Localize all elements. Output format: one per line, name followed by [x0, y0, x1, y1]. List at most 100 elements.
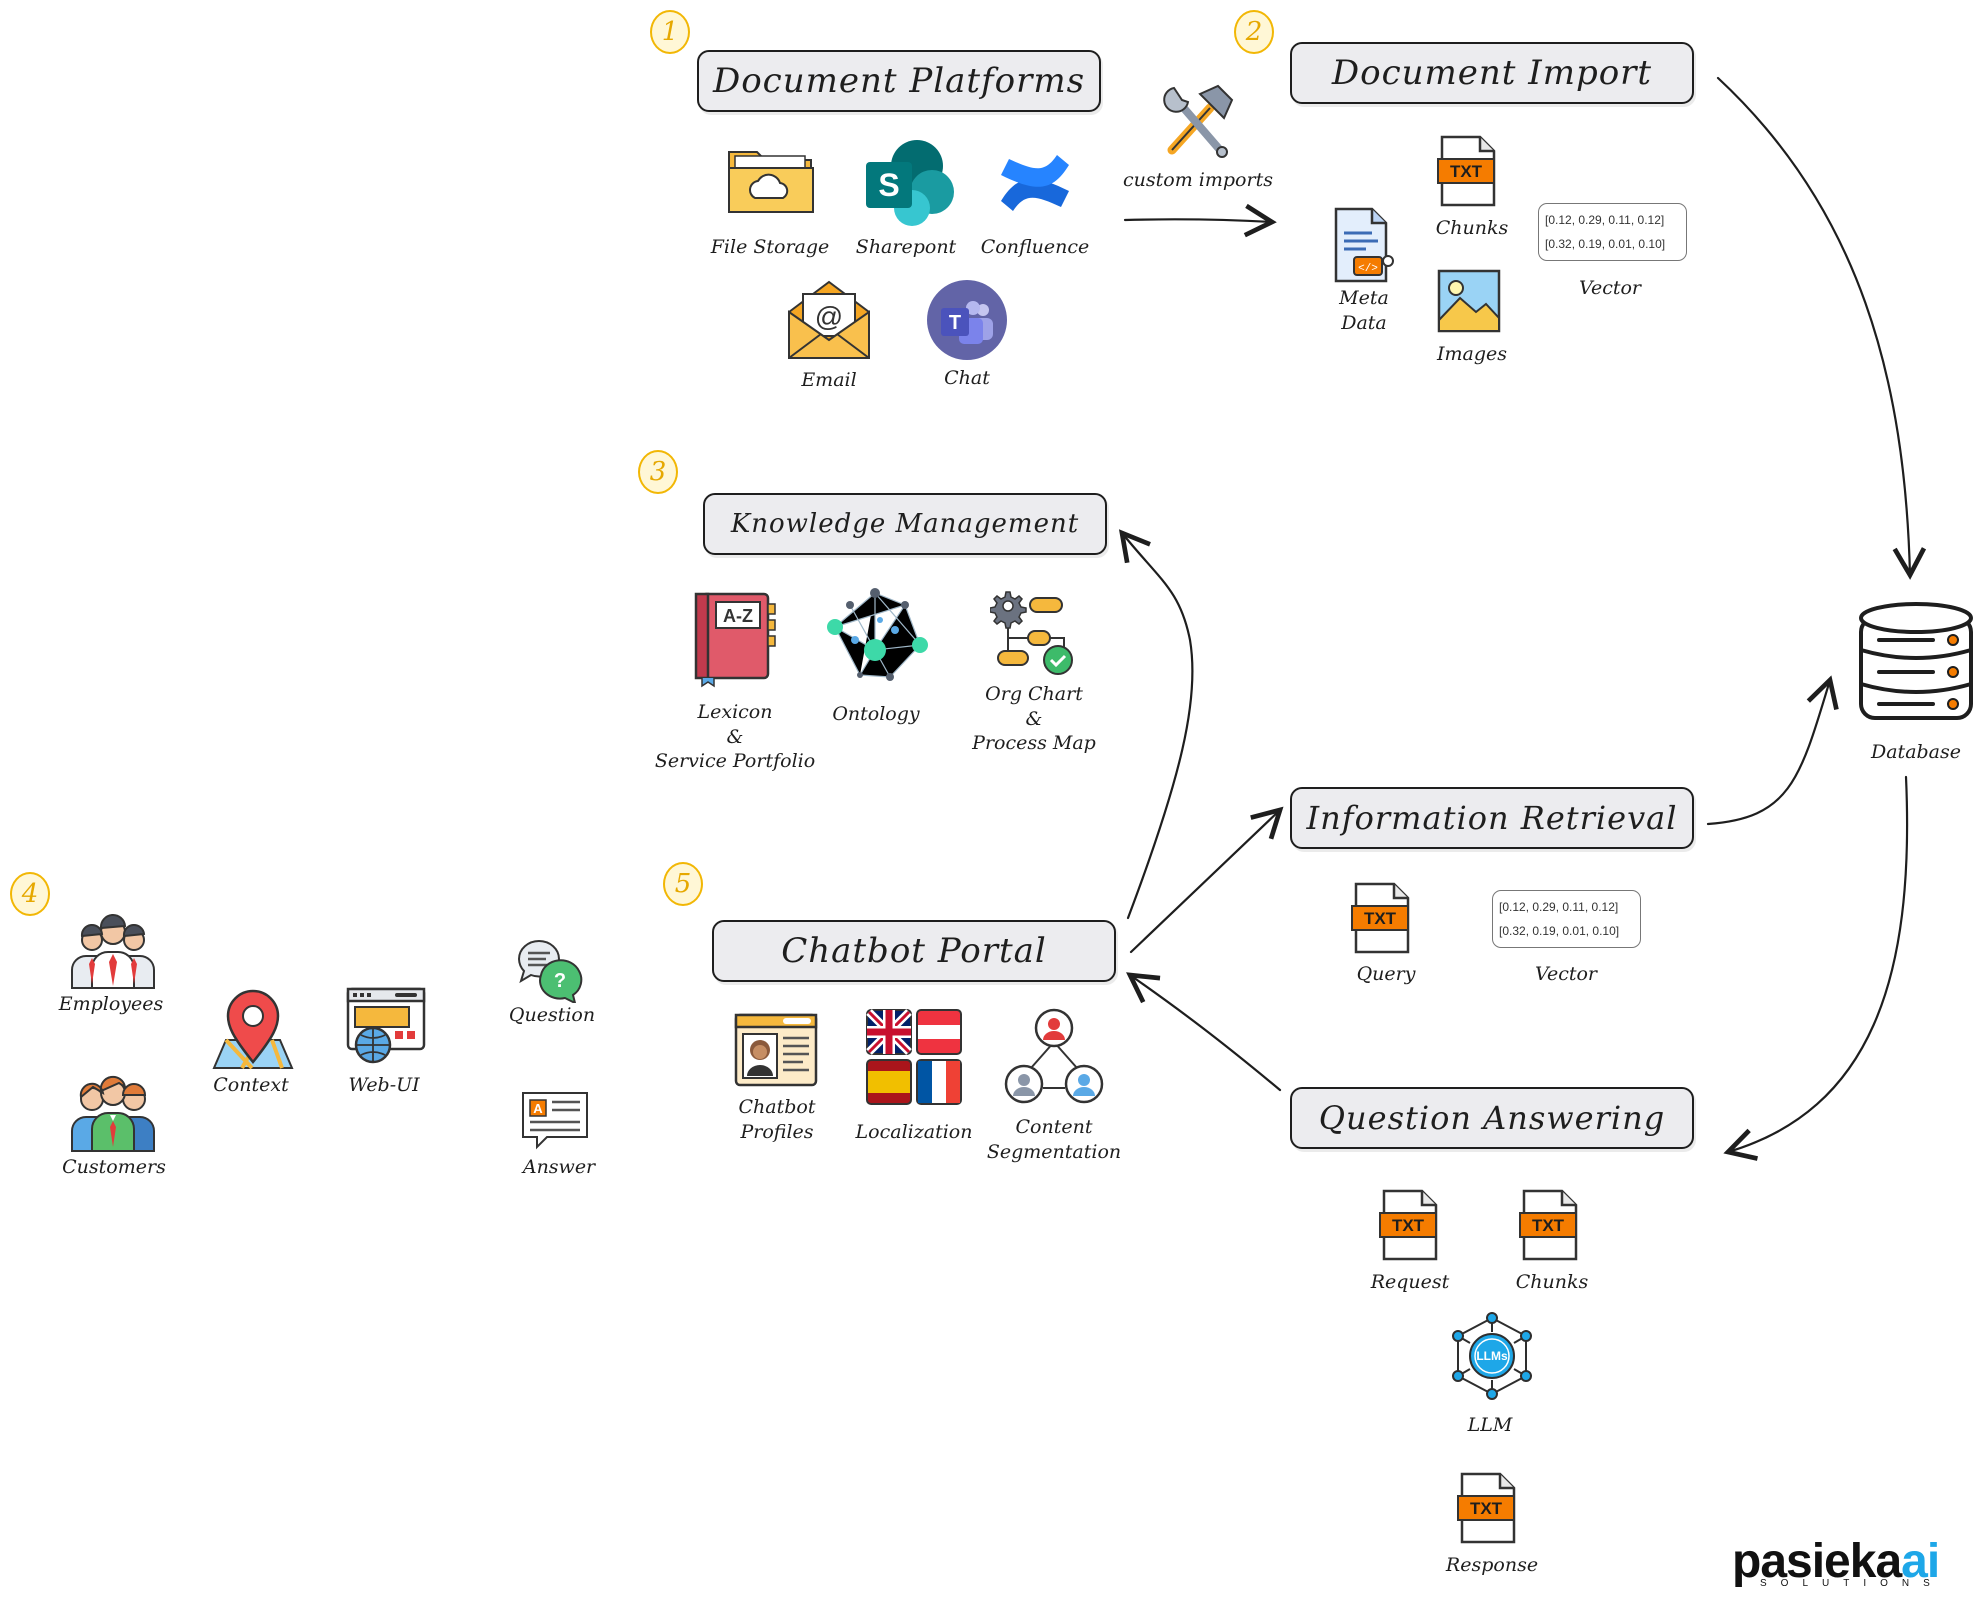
database-label: Database: [1870, 741, 1962, 763]
email-label: Email: [801, 369, 857, 391]
section-document-import: Document Import: [1290, 42, 1694, 104]
sharepoint-icon: S: [866, 140, 954, 226]
vector-row: [0.12, 0.29, 0.11, 0.12]: [1499, 900, 1619, 914]
chatbot-profiles-label: Chatbot Profiles: [738, 1096, 816, 1143]
vector-row: [0.32, 0.19, 0.01, 0.10]: [1499, 924, 1620, 938]
org-chart-label: Org Chart & Process Map: [972, 683, 1096, 755]
email-icon: @: [788, 280, 870, 359]
localization-label: Localization: [855, 1121, 973, 1143]
step-number-3: 3: [638, 450, 678, 494]
lexicon-label: Lexicon & Service Portfolio: [654, 701, 816, 773]
employees-icon: [71, 914, 155, 989]
arrow-retrieval-to-database: [1706, 675, 1839, 826]
section-knowledge-management: Knowledge Management: [703, 493, 1107, 555]
vector-label: Vector: [1578, 277, 1642, 299]
context-label: Context: [213, 1074, 289, 1096]
meta-data-label: Meta Data: [1339, 287, 1389, 334]
images-label: Images: [1436, 343, 1508, 365]
chunks-label: Chunks: [1515, 1271, 1589, 1293]
arrow-portal-to-knowledge: [1118, 529, 1194, 920]
svg-text:LLMs: LLMs: [1476, 1349, 1508, 1363]
llm-label: LLM: [1467, 1414, 1513, 1436]
svg-text:@: @: [815, 301, 843, 332]
database-icon: [1859, 602, 1973, 720]
answer-card-icon: A: [522, 1092, 588, 1150]
arrow-import-to-database: [1716, 76, 1927, 580]
section-title: Document Platforms: [712, 61, 1086, 101]
brand-tagline: SOLUTIONS: [1760, 1578, 1944, 1589]
vector-row: [0.32, 0.19, 0.01, 0.10]: [1545, 237, 1666, 251]
confluence-icon: [1001, 155, 1069, 211]
metadata-file-icon: </>: [1334, 207, 1394, 283]
web-ui-icon: [346, 987, 426, 1064]
section-question-answering: Question Answering: [1290, 1087, 1694, 1149]
vector-values-box: [0.12, 0.29, 0.11, 0.12] [0.32, 0.19, 0.…: [1538, 203, 1687, 261]
svg-text:TXT: TXT: [1470, 1499, 1503, 1518]
image-icon: [1437, 269, 1501, 333]
step-number-5: 5: [663, 862, 703, 906]
confluence-label: Confluence: [980, 236, 1090, 258]
brand-name: pasieka: [1732, 1535, 1902, 1588]
ontology-label: Ontology: [832, 703, 920, 725]
svg-text:T: T: [949, 312, 961, 334]
map-pin-context-icon: [212, 989, 294, 1070]
question-label: Question: [508, 1004, 596, 1026]
content-segmentation-icon: [1004, 1008, 1104, 1104]
svg-text:TXT: TXT: [1450, 162, 1483, 181]
vector-label: Vector: [1534, 963, 1598, 985]
svg-text:A: A: [533, 1101, 543, 1116]
section-chatbot-portal: Chatbot Portal: [712, 920, 1116, 982]
svg-text:?: ?: [554, 970, 566, 992]
svg-text:TXT: TXT: [1364, 909, 1397, 928]
file-storage-label: File Storage: [710, 236, 830, 258]
section-title: Document Import: [1331, 53, 1653, 93]
chatbot-profile-icon: [734, 1013, 818, 1087]
section-information-retrieval: Information Retrieval: [1290, 787, 1694, 849]
arrow-answering-to-portal: [1126, 972, 1282, 1092]
arrow-database-to-answering: [1723, 775, 1909, 1161]
response-file-icon: TXT: [1457, 1472, 1516, 1544]
llm-network-icon: LLMs: [1452, 1312, 1532, 1400]
vector-row: [0.12, 0.29, 0.11, 0.12]: [1545, 213, 1665, 227]
svg-text:TXT: TXT: [1532, 1216, 1565, 1235]
employees-label: Employees: [58, 993, 164, 1015]
sharepoint-label: Sharepont: [855, 236, 957, 258]
vector-values-box: [0.12, 0.29, 0.11, 0.12] [0.32, 0.19, 0.…: [1492, 890, 1641, 948]
request-file-icon: TXT: [1379, 1189, 1438, 1261]
svg-text:TXT: TXT: [1392, 1216, 1425, 1235]
arrow-platforms-to-import: [1123, 203, 1277, 238]
step-number-4: 4: [10, 872, 50, 916]
section-title: Question Answering: [1318, 1099, 1666, 1137]
content-segmentation-label: Content Segmentation: [986, 1116, 1122, 1163]
section-title: Chatbot Portal: [781, 931, 1047, 971]
brand-logo: pasiekaai: [1732, 1534, 1940, 1589]
section-title: Knowledge Management: [730, 509, 1080, 539]
tools-icon: [1163, 84, 1234, 158]
customers-label: Customers: [62, 1156, 166, 1178]
query-file-icon: TXT: [1351, 882, 1410, 954]
custom-imports-label: custom imports: [1123, 169, 1273, 191]
svg-text:S: S: [878, 167, 899, 203]
brand-accent: ai: [1901, 1535, 1940, 1588]
customers-icon: [71, 1075, 155, 1152]
request-label: Request: [1370, 1271, 1450, 1293]
step-number-2: 2: [1234, 10, 1274, 54]
ontology-network-icon: [827, 588, 928, 681]
txt-file-icon: TXT: [1437, 135, 1496, 207]
teams-chat-icon: T: [927, 280, 1007, 360]
response-label: Response: [1445, 1554, 1539, 1576]
section-document-platforms: Document Platforms: [697, 50, 1101, 112]
folder-cloud-icon: [728, 151, 814, 213]
org-chart-process-icon: [990, 591, 1073, 675]
chat-label: Chat: [944, 367, 990, 389]
flags-localization-icon: [866, 1009, 962, 1105]
answer-label: Answer: [522, 1156, 596, 1178]
query-label: Query: [1356, 963, 1416, 985]
question-chat-icon: ?: [517, 940, 583, 1003]
lexicon-book-icon: A-Z: [694, 592, 776, 688]
chunks-file-icon: TXT: [1519, 1189, 1578, 1261]
web-ui-label: Web-UI: [348, 1074, 420, 1096]
section-title: Information Retrieval: [1306, 799, 1678, 837]
